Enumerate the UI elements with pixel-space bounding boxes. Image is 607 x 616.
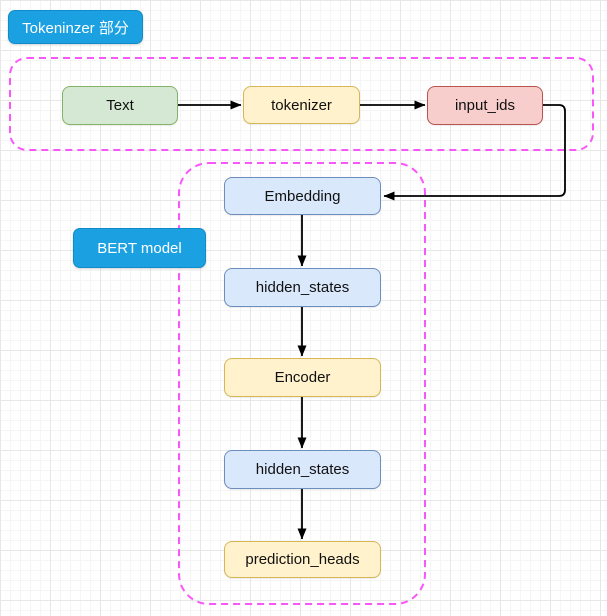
node-text: Text — [62, 86, 178, 125]
node-hidden-states-1: hidden_states — [224, 268, 381, 307]
node-hidden-states-2: hidden_states — [224, 450, 381, 489]
node-embedding: Embedding — [224, 177, 381, 215]
node-input-ids: input_ids — [427, 86, 543, 125]
tokenizer-section-label: Tokeninzer 部分 — [8, 10, 143, 44]
bert-model-label: BERT model — [73, 228, 206, 268]
node-encoder: Encoder — [224, 358, 381, 397]
node-tokenizer: tokenizer — [243, 86, 360, 124]
node-prediction-heads: prediction_heads — [224, 541, 381, 578]
